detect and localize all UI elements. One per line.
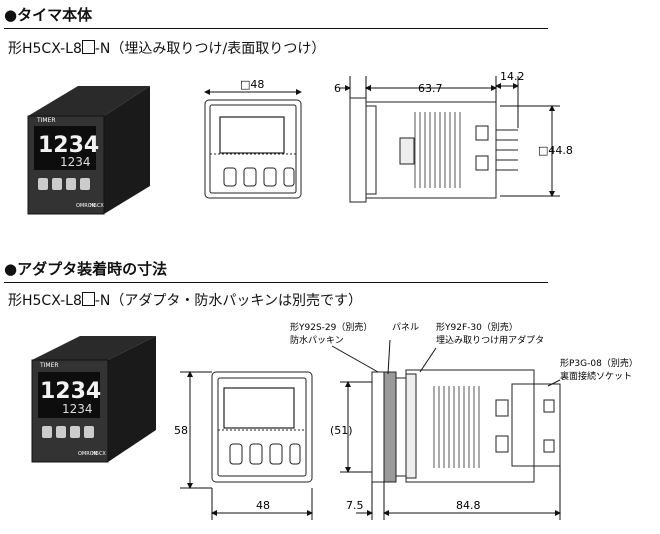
brand-label: TIMER xyxy=(36,117,56,124)
section2-model-prefix: 形H5CX-L8 xyxy=(8,293,82,309)
section1-heading: ●タイマ本体 xyxy=(4,6,93,24)
model-box-symbol xyxy=(81,40,95,54)
maker-label-2: OMRON xyxy=(78,451,98,457)
section1-model: 形H5CX-L8 -N（埋込み取りつけ/表面取りつけ） xyxy=(8,38,325,58)
section1-model-suffix: -N（埋込み取りつけ/表面取りつけ） xyxy=(94,41,326,57)
brand-label-2: TIMER xyxy=(39,362,59,369)
callout-adapter-name: 埋込み取りつけ用アダプタ xyxy=(436,334,544,346)
dim-width-48: 48 xyxy=(256,499,270,512)
front-view-1 xyxy=(204,89,302,199)
maker-label: OMRON xyxy=(76,203,96,209)
callout-panel: パネル xyxy=(392,322,419,333)
section2-heading: ●アダプタ装着時の寸法 xyxy=(4,260,168,278)
side-view-2 xyxy=(331,339,561,520)
timer-product-photo-2: TIMER 1234 1234 OMRON H5CX xyxy=(31,336,156,463)
dim-terminal-depth: 14.2 xyxy=(500,70,525,83)
main-digits-2: 1234 xyxy=(40,379,101,404)
dim-depth-84-8: 84.8 xyxy=(456,499,481,512)
dim-bezel-7-5: 7.5 xyxy=(346,499,364,512)
section1-rule xyxy=(4,28,548,29)
callout-socket-name: 裏面接続ソケット xyxy=(560,370,632,382)
section1-model-prefix: 形H5CX-L8 xyxy=(8,41,82,57)
callout-gasket-name: 防水パッキン xyxy=(290,334,344,346)
sub-digits: 1234 xyxy=(60,155,91,169)
dim-height-51: (51) xyxy=(330,424,353,437)
model-box-symbol xyxy=(81,292,95,306)
dim-front-width: □48 xyxy=(240,78,264,91)
front-view-2 xyxy=(180,371,313,520)
section2-model: 形H5CX-L8 -N（アダプタ・防水パッキンは別売です） xyxy=(8,290,362,310)
timer-product-photo-1: TIMER 1234 1234 OMRON H5CX xyxy=(27,86,150,215)
model-badge-2: H5CX xyxy=(92,451,106,457)
callout-socket-model: 形P3G-08（別売） xyxy=(560,357,638,369)
callout-gasket-model: 形Y92S-29（別売） xyxy=(290,321,372,333)
dim-body-depth: 63.7 xyxy=(418,82,443,95)
section2-model-suffix: -N（アダプタ・防水パッキンは別売です） xyxy=(94,293,362,309)
callout-adapter-model: 形Y92F-30（別売） xyxy=(436,321,518,333)
dim-height-58: 58 xyxy=(174,424,188,437)
model-badge: H5CX xyxy=(90,203,104,209)
dim-bezel-depth: 6 xyxy=(334,82,341,95)
dim-body-height: □44.8 xyxy=(538,144,573,157)
sub-digits-2: 1234 xyxy=(62,402,93,416)
side-view-1 xyxy=(340,76,560,203)
main-digits: 1234 xyxy=(38,133,99,158)
section2-rule xyxy=(4,282,548,283)
